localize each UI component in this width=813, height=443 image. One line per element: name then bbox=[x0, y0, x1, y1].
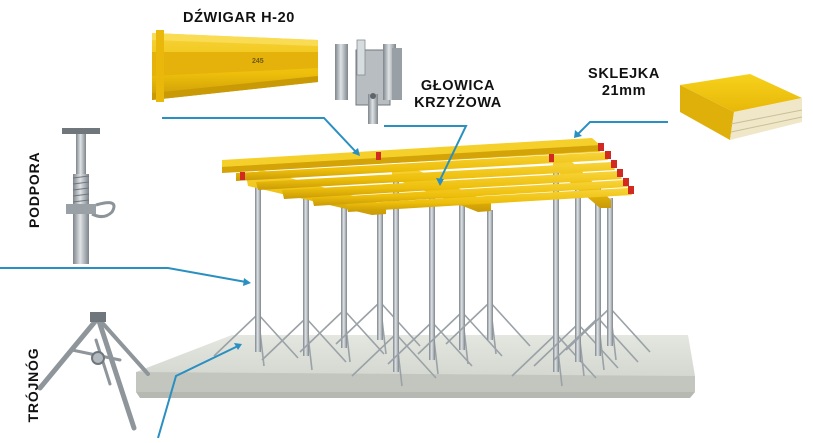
tripod-leg bbox=[565, 307, 611, 351]
prop bbox=[575, 178, 581, 362]
tripod-leg bbox=[511, 333, 557, 377]
prop bbox=[377, 214, 383, 340]
tripod-leg bbox=[431, 321, 473, 367]
prop bbox=[303, 195, 309, 356]
tripod-leg bbox=[417, 311, 463, 355]
tripod-label: TRÓJNÓG bbox=[25, 347, 41, 423]
cross-head-inset-image bbox=[335, 39, 402, 124]
beam-marking-text: 245 bbox=[252, 58, 264, 65]
cross-head-label-line2: KRZYŻOWA bbox=[414, 95, 502, 111]
plywood-label: SKLEJKA 21mm bbox=[578, 66, 670, 100]
tripod-leg bbox=[343, 309, 385, 355]
prop bbox=[553, 165, 559, 372]
prop-label: PODPORA bbox=[26, 151, 42, 228]
beam-label: DŹWIGAR H-20 bbox=[183, 10, 295, 26]
tripod-leg bbox=[305, 317, 347, 363]
cross-head-label: GŁOWICA KRZYŻOWA bbox=[408, 78, 508, 112]
tripod-leg bbox=[379, 301, 421, 347]
top-beams bbox=[222, 138, 600, 173]
prop bbox=[255, 184, 261, 352]
tripod-leg bbox=[553, 317, 599, 361]
beam-end-caps bbox=[240, 143, 634, 194]
tripod-leg bbox=[395, 333, 437, 379]
plywood-label-line1: SKLEJKA bbox=[588, 66, 660, 82]
tripod-leg bbox=[387, 321, 433, 365]
tripod-leg bbox=[261, 317, 307, 361]
cross-head-label-line1: GŁOWICA bbox=[420, 78, 496, 94]
tripod-leg bbox=[533, 323, 579, 367]
tripod-leg bbox=[597, 317, 639, 363]
tripod-leg bbox=[445, 301, 491, 345]
prop bbox=[341, 206, 347, 348]
tripod-leg bbox=[609, 307, 651, 353]
prop-inset-image bbox=[62, 128, 116, 264]
prop bbox=[393, 180, 399, 372]
prop bbox=[429, 190, 435, 360]
prop bbox=[607, 198, 613, 346]
tripod-leg bbox=[351, 333, 397, 377]
tripod-inset-image bbox=[37, 312, 150, 431]
tripod-leg bbox=[299, 309, 345, 353]
pointer-lines bbox=[0, 117, 668, 439]
tripod-leg bbox=[489, 301, 531, 347]
tripod-leg bbox=[213, 313, 259, 357]
prop bbox=[595, 188, 601, 356]
props-group bbox=[213, 165, 651, 387]
tripod-leg bbox=[335, 301, 381, 345]
prop bbox=[459, 202, 465, 350]
plywood-inset-image bbox=[680, 74, 803, 140]
prop bbox=[487, 210, 493, 340]
plywood-label-line2: 21mm bbox=[601, 83, 647, 99]
tripod-leg bbox=[257, 313, 299, 359]
beam-inset-image: 245 bbox=[152, 30, 318, 102]
